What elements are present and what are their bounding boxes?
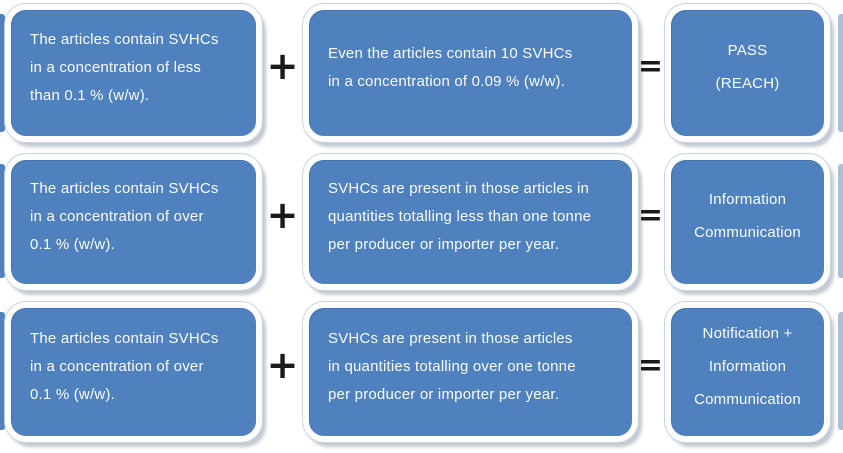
- clipped-box-left-strip-row3: [0, 312, 5, 430]
- result-line: Communication: [694, 224, 801, 241]
- clipped-box-left-strip-row1: [0, 14, 5, 132]
- clipped-box-right-strip-row1: [838, 14, 843, 132]
- equals-glyph: =: [637, 347, 664, 383]
- condition-box-quantity-row3: SVHCs are present in those articles in q…: [303, 302, 638, 442]
- result-text: PASS (REACH): [671, 34, 824, 100]
- result-line: Communication: [694, 390, 801, 408]
- equals-icon: =: [636, 295, 665, 435]
- condition-box-concentration-row3: The articles contain SVHCs in a concentr…: [5, 302, 262, 442]
- condition-box-concentration-row2: The articles contain SVHCs in a concentr…: [5, 154, 262, 290]
- condition-text: The articles contain SVHCs in a concentr…: [30, 180, 219, 253]
- plus-glyph: +: [266, 193, 299, 237]
- plus-icon: +: [262, 147, 303, 283]
- condition-box-concentration-row1: The articles contain SVHCs in a concentr…: [5, 4, 262, 142]
- plus-icon: +: [262, 295, 303, 435]
- result-line: PASS: [727, 42, 768, 59]
- plus-icon: +: [262, 0, 303, 135]
- condition-box-quantity-row2: SVHCs are present in those articles in q…: [303, 154, 638, 290]
- result-line: Information: [708, 357, 787, 375]
- result-box-row2: Information Communication: [665, 154, 830, 290]
- condition-text: Even the articles contain 10 SVHCs in a …: [328, 45, 573, 90]
- decision-row-1: The articles contain SVHCs in a concentr…: [0, 4, 843, 142]
- plus-glyph: +: [266, 44, 299, 88]
- clipped-box-right-strip-row2: [838, 164, 843, 278]
- equals-glyph: =: [637, 197, 664, 233]
- condition-box-quantity-row1: Even the articles contain 10 SVHCs in a …: [303, 4, 638, 142]
- decision-row-2: The articles contain SVHCs in a concentr…: [0, 154, 843, 290]
- equals-glyph: =: [637, 48, 664, 84]
- condition-text: The articles contain SVHCs in a concentr…: [30, 31, 219, 104]
- result-line: Information: [708, 191, 787, 208]
- condition-text: The articles contain SVHCs in a concentr…: [30, 330, 219, 403]
- result-line: (REACH): [715, 75, 780, 92]
- result-box-row1: PASS (REACH): [665, 4, 830, 142]
- result-text: Notification + Information Communication: [671, 317, 824, 416]
- equals-icon: =: [636, 0, 665, 135]
- clipped-box-left-strip-row2: [0, 164, 5, 278]
- condition-text: SVHCs are present in those articles in q…: [328, 180, 592, 253]
- plus-glyph: +: [266, 343, 299, 387]
- clipped-box-right-strip-row3: [838, 312, 843, 430]
- equals-icon: =: [636, 147, 665, 283]
- decision-row-3: The articles contain SVHCs in a concentr…: [0, 302, 843, 442]
- condition-text: SVHCs are present in those articles in q…: [328, 330, 576, 403]
- result-box-row3: Notification + Information Communication: [665, 302, 830, 442]
- result-line: Notification +: [702, 324, 793, 342]
- result-text: Information Communication: [671, 183, 824, 249]
